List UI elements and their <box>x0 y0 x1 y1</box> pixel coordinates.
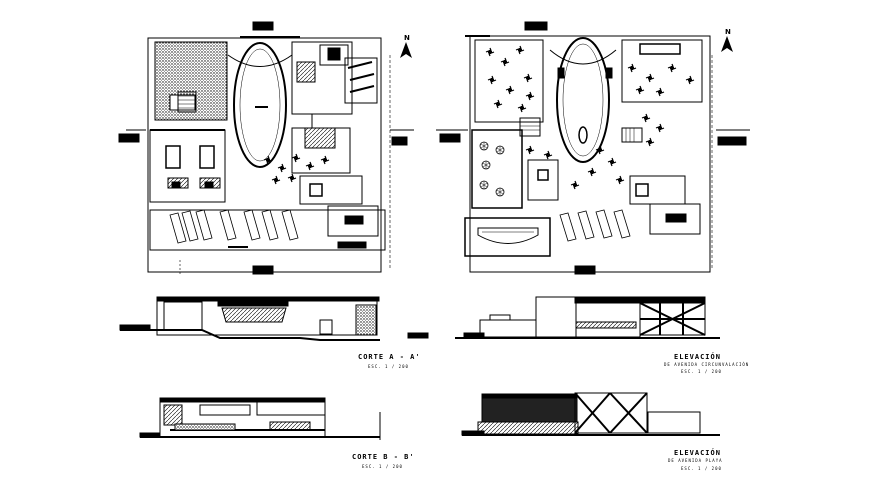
section-a-drawing <box>119 296 429 341</box>
elevation-b-drawing <box>461 392 720 436</box>
elevation-b-subtitle: DE AVENIDA PLAYA <box>668 458 723 463</box>
svg-text:N: N <box>725 28 731 36</box>
elevation-a-drawing <box>455 296 720 339</box>
elevation-b-scale: ESC. 1 / 200 <box>681 466 722 471</box>
section-a-title: CORTE A - A' <box>358 353 421 361</box>
floor-plan-left <box>118 21 414 276</box>
elevation-a-title: ELEVACIÓN <box>674 353 721 361</box>
section-b-scale: ESC. 1 / 200 <box>362 464 403 469</box>
section-b-title: CORTE B - B' <box>352 453 415 461</box>
section-b-drawing <box>139 397 381 440</box>
elevation-b-title: ELEVACIÓN <box>674 449 721 457</box>
north-arrow-icon: N <box>721 28 733 52</box>
floor-plan-right <box>436 21 750 275</box>
north-arrow-icon: N <box>400 34 412 58</box>
section-a-scale: ESC. 1 / 200 <box>368 364 409 369</box>
svg-text:N: N <box>404 34 410 42</box>
elevation-a-scale: ESC. 1 / 200 <box>681 369 722 374</box>
elevation-a-subtitle: DE AVENIDA CIRCUNVALACIÓN <box>664 362 750 367</box>
